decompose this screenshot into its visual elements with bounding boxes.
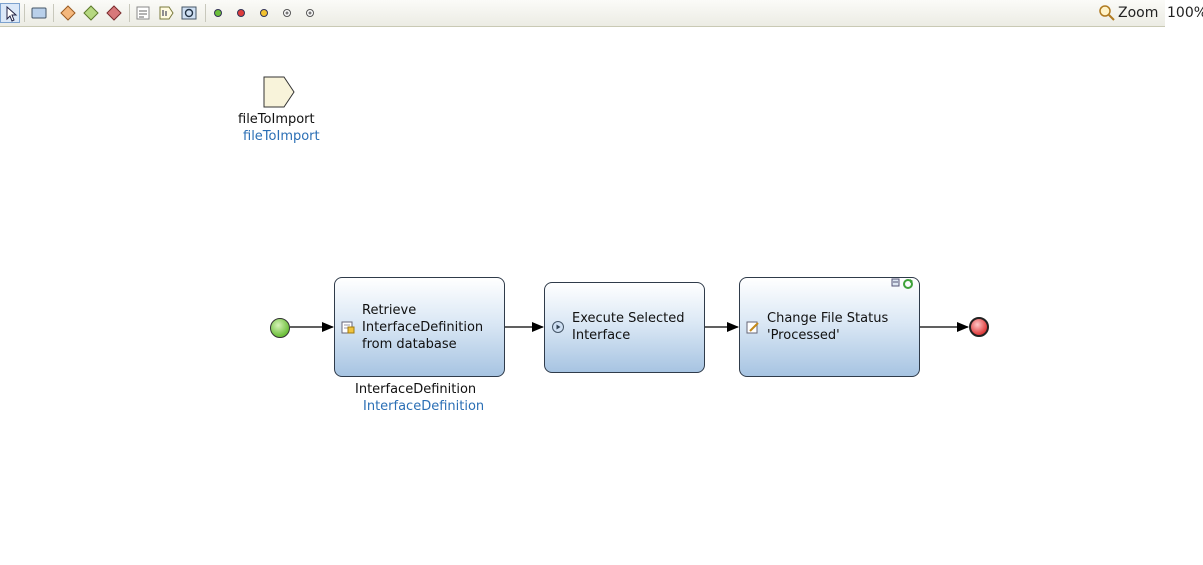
- toolbar-separator: [53, 4, 54, 22]
- magnifier-icon: [1099, 5, 1115, 21]
- diagram-lines: [263, 76, 969, 332]
- change-object-icon: [746, 321, 759, 334]
- parameter-shape[interactable]: [263, 76, 295, 108]
- pointer-icon: [6, 5, 18, 22]
- merge-tool-button[interactable]: [81, 3, 101, 23]
- activity-label: Execute Selected Interface: [572, 311, 685, 343]
- parameter-tool-button[interactable]: [156, 3, 176, 23]
- ring-dot-icon: [283, 9, 291, 17]
- yellow-dot-icon: [260, 9, 268, 17]
- toolbar-separator: [129, 4, 130, 22]
- retrieve-icon: [341, 321, 355, 334]
- activity-label: Retrieve InterfaceDefinition from databa…: [362, 303, 484, 352]
- red-dot-icon: [237, 9, 245, 17]
- execute-activity[interactable]: Execute Selected Interface: [544, 282, 705, 373]
- zoom-value[interactable]: 100%: [1167, 5, 1203, 21]
- end-event-tool-button[interactable]: [231, 3, 251, 23]
- loop-tool-button[interactable]: [179, 3, 199, 23]
- refresh-icon: [903, 279, 913, 289]
- microflow-canvas[interactable]: fileToImport fileToImport Retrieve Inter…: [0, 28, 1203, 565]
- commit-icon: [891, 278, 900, 287]
- diamond-red-icon: [106, 5, 122, 21]
- start-event-tool-button[interactable]: [208, 3, 228, 23]
- toolbar-separator: [205, 4, 206, 22]
- error-event-tool-button[interactable]: [254, 3, 274, 23]
- exclusive-split-tool-button[interactable]: [58, 3, 78, 23]
- ring-dot-icon: [306, 9, 314, 17]
- activity-tool-button[interactable]: [29, 3, 49, 23]
- toolbar: Zoom: [0, 0, 1165, 27]
- diamond-green-icon: [83, 5, 99, 21]
- microflow-call-icon: [552, 321, 564, 333]
- annotation-tool-button[interactable]: [133, 3, 153, 23]
- parameter-type: fileToImport: [243, 129, 320, 144]
- green-dot-icon: [214, 9, 222, 17]
- retrieve-activity[interactable]: Retrieve InterfaceDefinition from databa…: [334, 277, 505, 377]
- output-variable-name: InterfaceDefinition: [355, 382, 477, 397]
- inheritance-split-tool-button[interactable]: [104, 3, 124, 23]
- continue-event-tool-button[interactable]: [300, 3, 320, 23]
- output-variable-type: InterfaceDefinition: [363, 399, 485, 414]
- zoom-label: Zoom: [1118, 5, 1159, 21]
- parameter-icon: [159, 6, 174, 20]
- diamond-orange-icon: [60, 5, 76, 21]
- change-object-activity[interactable]: Change File Status 'Processed': [739, 277, 920, 377]
- start-event[interactable]: [270, 318, 290, 338]
- parameter-name: fileToImport: [238, 112, 315, 127]
- activity-icon: [31, 7, 47, 19]
- pointer-tool-button[interactable]: [0, 3, 20, 23]
- toolbar-separator: [24, 4, 25, 22]
- break-event-tool-button[interactable]: [277, 3, 297, 23]
- annotation-icon: [136, 6, 150, 20]
- activity-label: Change File Status 'Processed': [767, 311, 889, 343]
- end-event[interactable]: [969, 317, 989, 337]
- loop-icon: [181, 6, 197, 20]
